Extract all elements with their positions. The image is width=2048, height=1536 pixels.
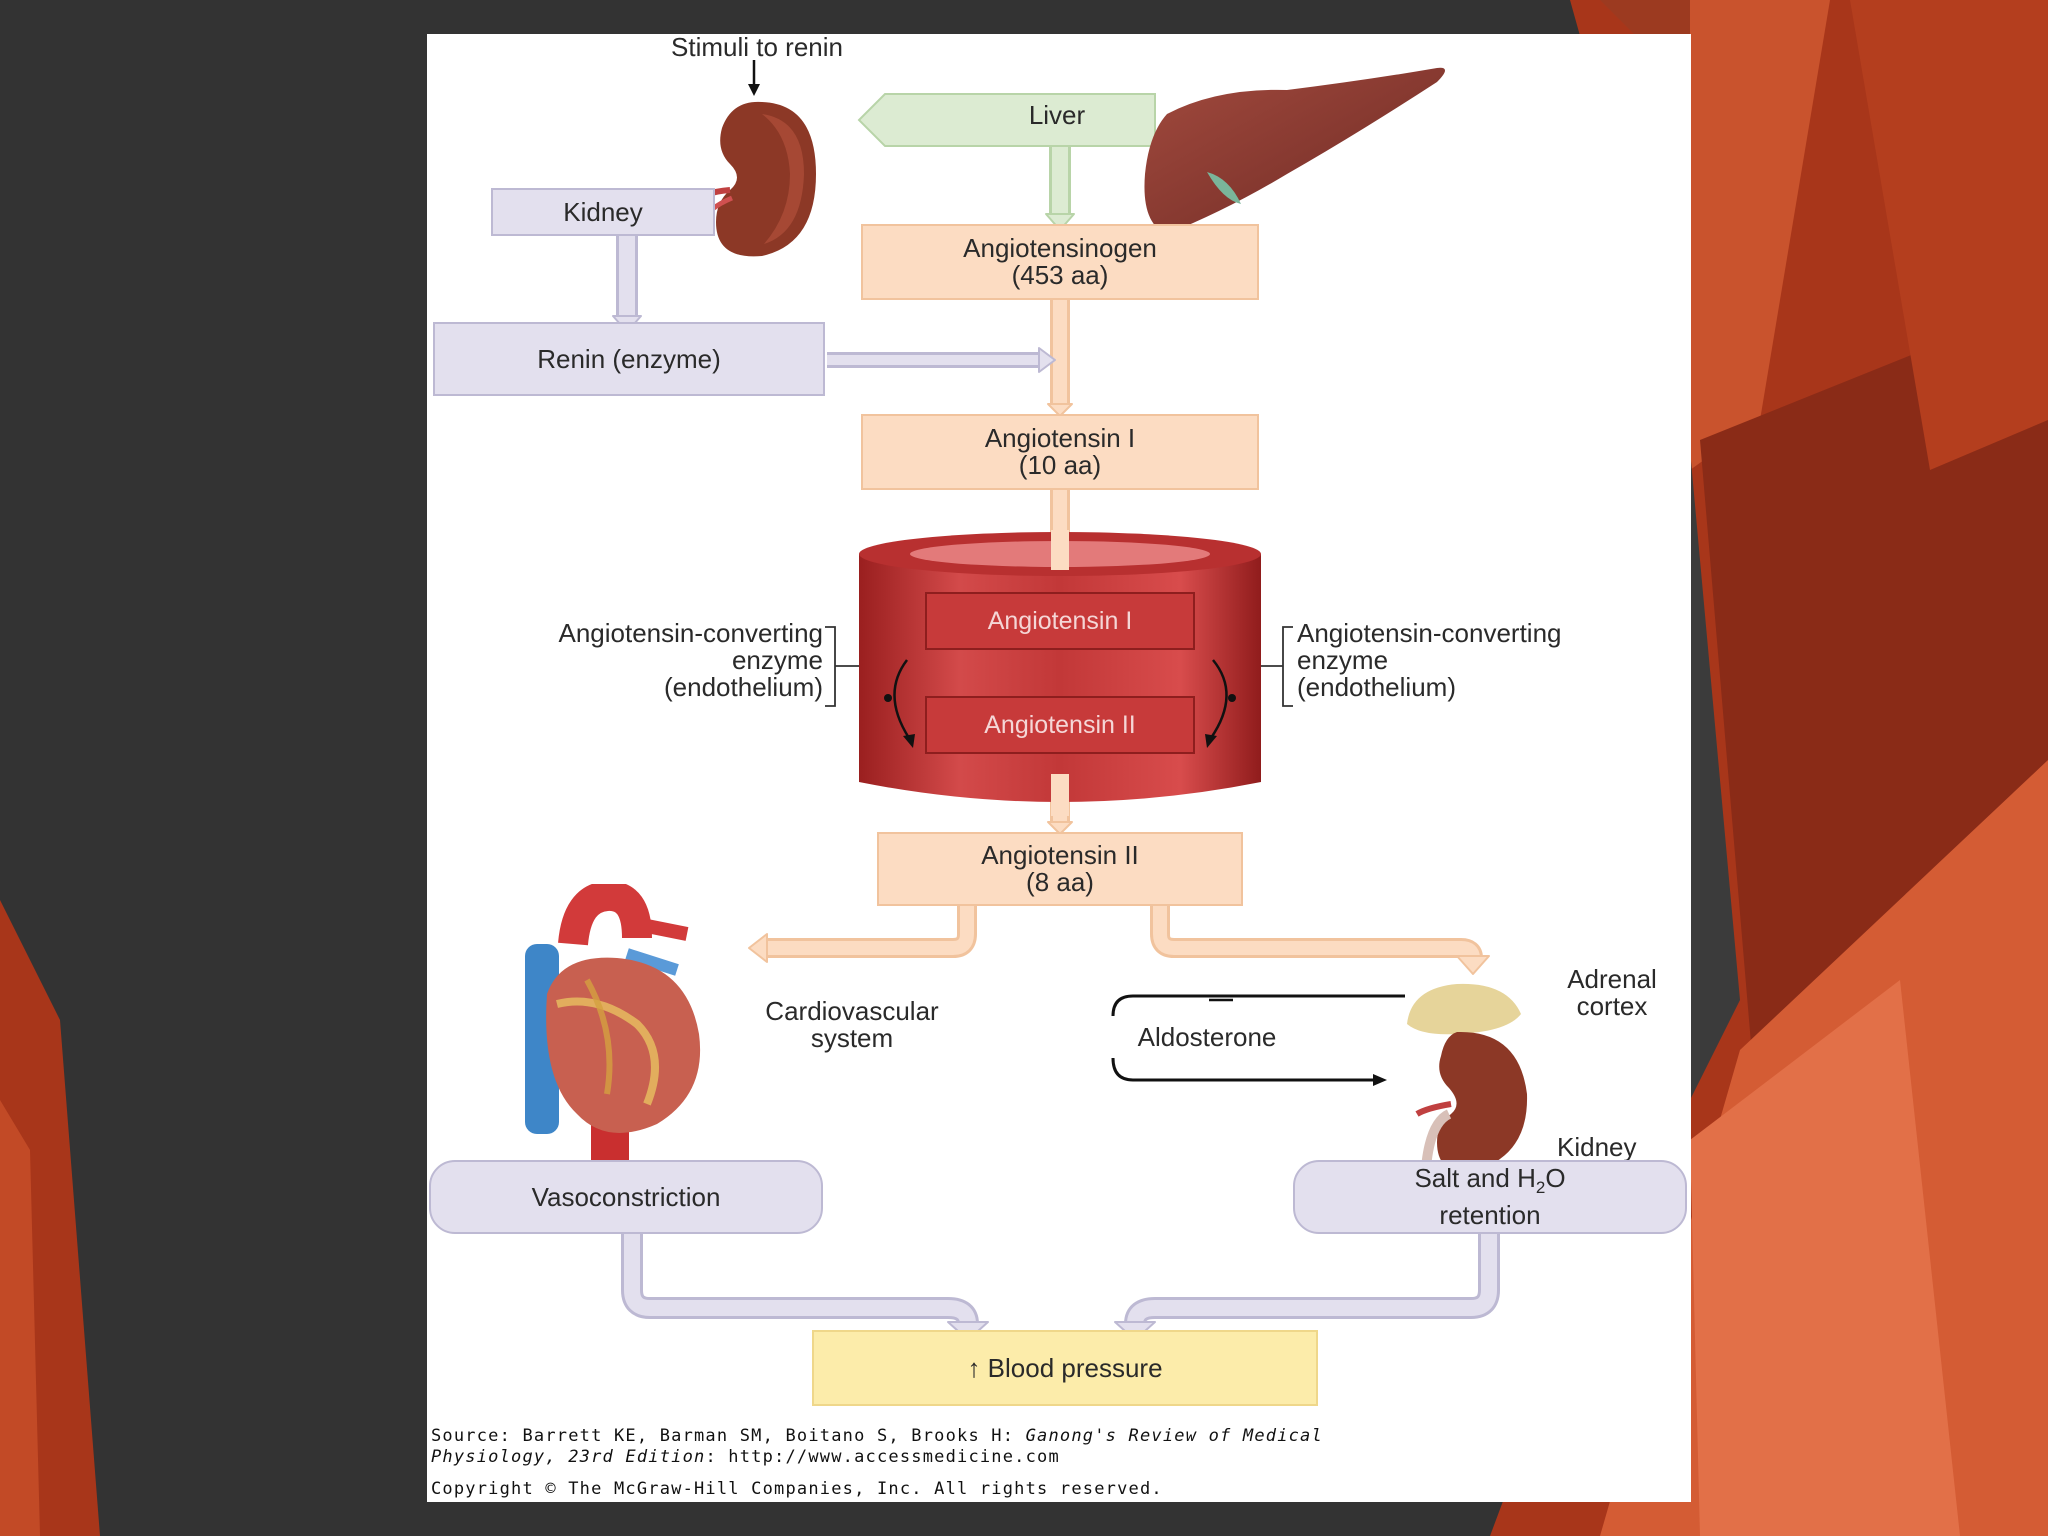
vessel-angiotensin2-box: Angiotensin II (925, 696, 1195, 754)
ace-left-line3: (endothelium) (664, 672, 823, 702)
adrenal-label: Adrenal cortex (1537, 966, 1687, 1020)
flow-arrows (612, 60, 1500, 1341)
kidney-label-bottom: Kidney (1557, 1132, 1637, 1162)
ace-right-line2: enzyme (1297, 645, 1389, 675)
renin-label: Renin (enzyme) (537, 343, 721, 374)
adrenal-line1: Adrenal (1567, 964, 1657, 994)
vessel-angiotensin1-label: Angiotensin I (987, 606, 1133, 635)
ace-label-right: Angiotensin-converting enzyme (endotheli… (1297, 620, 1687, 701)
vessel-angiotensin1-box: Angiotensin I (925, 592, 1195, 650)
source-line-1: Source: Barrett KE, Barman SM, Boitano S… (431, 1426, 1323, 1446)
raas-figure: Liver Stimuli to renin Kidney Renin (enz… (427, 34, 1691, 1502)
salt-line2: retention (1439, 1199, 1541, 1230)
kidney-box: Kidney (491, 188, 715, 236)
ace-conversion-arrows (884, 659, 1236, 748)
cardio-label: Cardiovascular system (717, 998, 987, 1052)
heart-icon (525, 884, 701, 1174)
renin-box: Renin (enzyme) (433, 322, 825, 396)
angiotensin2-box: Angiotensin II (8 aa) (877, 832, 1243, 906)
angiotensin2-aa-label: (8 aa) (1026, 867, 1094, 897)
ace-left-line2: enzyme (731, 645, 823, 675)
ace-label-left: Angiotensin-converting enzyme (endotheli… (441, 618, 824, 702)
vessel-angiotensin2-label: Angiotensin II (984, 710, 1136, 739)
stimuli-label: Stimuli to renin (671, 34, 843, 62)
ace-left-line1: Angiotensin-converting (558, 618, 824, 648)
angiotensin2-label: Angiotensin II (981, 840, 1139, 870)
angiotensinogen-box: Angiotensinogen (453 aa) (861, 224, 1259, 300)
vasoconstriction-label: Vasoconstriction (531, 1181, 721, 1212)
cardio-line2: system (810, 1023, 894, 1053)
blood-pressure-label: ↑ Blood pressure (967, 1352, 1163, 1383)
angiotensinogen-aa-label: (453 aa) (1011, 260, 1109, 290)
salt-line1: Salt and H2O (1414, 1163, 1566, 1198)
liver-tag-shape (857, 93, 1156, 147)
aldosterone-label: Aldosterone (1107, 1024, 1307, 1051)
vasoconstriction-box: Vasoconstriction (429, 1160, 823, 1234)
copyright-line: Copyright © The McGraw-Hill Companies, I… (431, 1479, 1163, 1499)
cardio-line1: Cardiovascular (765, 996, 939, 1026)
angiotensin1-label: Angiotensin I (984, 423, 1136, 453)
kidney-label-top: Kidney (563, 196, 643, 227)
kidney-icon-top (693, 101, 816, 257)
liver-label: Liver (1028, 100, 1086, 130)
source-line-2: Physiology, 23rd Edition: http://www.acc… (431, 1447, 1060, 1467)
salt-retention-box: Salt and H2O retention (1293, 1160, 1687, 1234)
ace-right-line3: (endothelium) (1297, 672, 1456, 702)
angiotensin1-box: Angiotensin I (10 aa) (861, 414, 1259, 490)
angiotensin1-aa-label: (10 aa) (1018, 450, 1102, 480)
angiotensinogen-label: Angiotensinogen (963, 233, 1157, 263)
adrenal-line2: cortex (1576, 991, 1648, 1021)
blood-pressure-box: ↑ Blood pressure (812, 1330, 1318, 1406)
ace-right-line1: Angiotensin-converting (1297, 618, 1562, 648)
liver-icon (1144, 67, 1445, 235)
